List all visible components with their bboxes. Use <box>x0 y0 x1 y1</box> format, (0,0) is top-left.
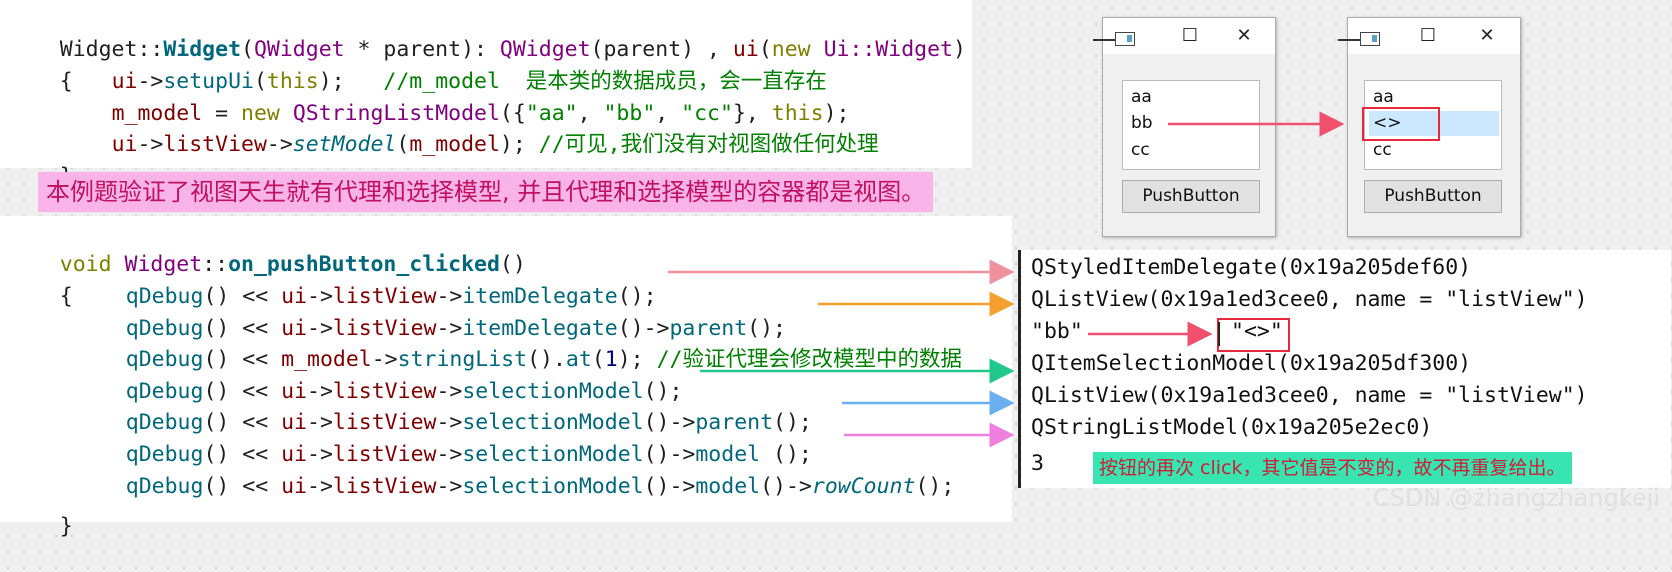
output-highlight-box <box>1217 318 1290 352</box>
close-icon[interactable]: ✕ <box>1479 25 1495 46</box>
window-titlebar: ☐ ✕ <box>1093 18 1275 54</box>
output-line-7: 3 <box>1031 451 1044 476</box>
list-item[interactable]: aa <box>1131 87 1152 107</box>
code-debug-line-7: qDebug() << ui->listView->selectionModel… <box>125 474 955 499</box>
code-debug-line-4: qDebug() << ui->listView->selectionModel… <box>125 379 683 404</box>
titlebar-edge <box>1093 39 1115 41</box>
edited-item-highlight-box <box>1362 107 1440 141</box>
code-debug-line-2: qDebug() << ui->listView->itemDelegate()… <box>125 316 786 341</box>
code-line-2: { ui->setupUi(this); //m_model 是本类的数据成员，… <box>59 69 827 94</box>
code-debug-line-6: qDebug() << ui->listView->selectionModel… <box>125 442 812 467</box>
list-item[interactable]: cc <box>1373 140 1392 160</box>
code-brace-close: } <box>59 514 73 539</box>
code-panel-slot: void Widget::on_pushButton_clicked() { q… <box>0 216 1012 539</box>
code-debug-line-3: qDebug() << m_model->stringList().at(1);… <box>125 347 962 372</box>
output-line-3-left: "bb" <box>1031 319 1083 344</box>
output-line-1: QStyledItemDelegate(0x19a205def60) <box>1031 255 1472 280</box>
code-line-4: ui->listView->setModel(m_model); //可见,我们… <box>111 132 879 157</box>
output-cursor-bar <box>1218 322 1220 346</box>
list-view[interactable]: aa bb cc <box>1122 80 1260 170</box>
debug-output-panel: QStyledItemDelegate(0x19a205def60) QList… <box>1018 250 1671 488</box>
app-icon <box>1115 32 1135 46</box>
code-line-3: m_model = new QStringListModel({"aa", "b… <box>111 101 850 126</box>
push-button[interactable]: PushButton <box>1122 180 1260 213</box>
output-line-5: QListView(0x19a1ed3cee0, name = "listVie… <box>1031 383 1588 408</box>
push-button[interactable]: PushButton <box>1364 180 1502 213</box>
output-line-6: QStringListModel(0x19a205e2ec0) <box>1031 415 1433 440</box>
output-line-2: QListView(0x19a1ed3cee0, name = "listVie… <box>1031 287 1588 312</box>
code-line-1: Widget::Widget(QWidget * parent): QWidge… <box>59 37 966 62</box>
code-debug-line-5: qDebug() << ui->listView->selectionModel… <box>125 410 812 435</box>
watermark: CSDN @zhangzhangkeji <box>1372 484 1660 512</box>
output-line-3-right: "<>" <box>1231 319 1283 344</box>
app-window-after: ☐ ✕ aa <> cc PushButton <box>1338 17 1521 237</box>
list-item-selected[interactable]: <> <box>1369 111 1499 136</box>
list-item[interactable]: aa <box>1373 87 1394 107</box>
green-note-banner: 按钮的再次 click，其它值是不变的，故不再重复给出。 <box>1093 452 1572 484</box>
list-item[interactable]: bb <box>1131 113 1153 133</box>
code-signature: void Widget::on_pushButton_clicked() <box>59 252 526 277</box>
close-icon[interactable]: ✕ <box>1236 25 1252 46</box>
output-line-4: QItemSelectionModel(0x19a205df300) <box>1031 351 1472 376</box>
pink-note-banner: 本例题验证了视图天生就有代理和选择模型, 并且代理和选择模型的容器都是视图。 <box>38 172 934 212</box>
app-icon <box>1360 32 1380 46</box>
app-window-before: ☐ ✕ aa bb cc PushButton <box>1093 17 1276 237</box>
titlebar-edge <box>1338 39 1360 41</box>
code-panel-constructor: Widget::Widget(QWidget * parent): QWidge… <box>0 0 972 189</box>
list-item[interactable]: cc <box>1131 140 1150 160</box>
list-view[interactable]: aa <> cc <box>1364 80 1502 170</box>
maximize-icon[interactable]: ☐ <box>1181 25 1199 46</box>
code-brace-open: { <box>59 284 73 309</box>
code-debug-line-1: qDebug() << ui->listView->itemDelegate()… <box>125 284 657 309</box>
maximize-icon[interactable]: ☐ <box>1419 25 1437 46</box>
window-titlebar: ☐ ✕ <box>1338 18 1520 54</box>
